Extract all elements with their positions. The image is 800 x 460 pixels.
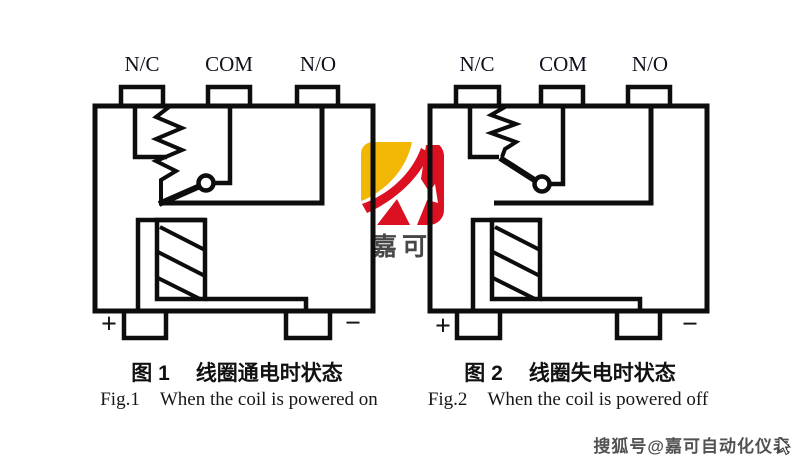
fig2-terminal-no — [625, 84, 673, 109]
fig1-coil-hatch — [157, 276, 201, 301]
fig2-com-wire — [549, 104, 566, 187]
fig1-nc-contact-bracket — [132, 104, 167, 160]
fig1-coil-return-wire — [205, 296, 309, 313]
fig1-com-wire — [213, 104, 233, 186]
fig1-spring — [150, 105, 188, 202]
fig1-label-nc: N/C — [124, 52, 160, 76]
fig2-caption-title-zh: 线圈失电时状态 — [528, 362, 676, 385]
fig2-caption-number-zh: 图 2 — [464, 362, 503, 385]
fig1-coil-hatch — [159, 225, 206, 252]
fig2-coil — [489, 217, 543, 302]
fig1-terminal-plus — [121, 308, 169, 341]
logo-k-left-shape — [377, 199, 410, 225]
fig2-nc-contact-bracket — [467, 104, 499, 160]
brand-text: 嘉可 — [371, 233, 433, 261]
fig1-terminal-no — [294, 84, 341, 109]
relay-fig2-powered-off — [427, 84, 710, 341]
fig2-contact-circle — [532, 174, 552, 194]
fig1-coil-hatch — [157, 250, 206, 278]
fig2-caption-number-en: Fig.2 — [427, 389, 468, 410]
fig2-coil-hatch — [494, 225, 541, 252]
fig1-label-minus: − — [345, 308, 361, 339]
fig2-terminal-nc — [453, 84, 502, 109]
fig1-caption-en: Fig.1 When the coil is powered on — [100, 389, 378, 411]
credit-watermark-text: 搜狐号@嘉可自动化仪表 — [593, 437, 791, 456]
fig2-label-com: COM — [539, 52, 587, 76]
fig2-coil-return-wire — [540, 296, 643, 313]
fig2-label-minus: − — [682, 309, 698, 340]
fig2-spring — [485, 105, 522, 158]
fig2-terminal-minus — [614, 308, 663, 341]
fig2-no-wire — [494, 104, 654, 206]
fig1-contact-circle — [196, 173, 216, 193]
fig1-caption-number-en: Fig.1 — [100, 389, 140, 410]
relay-fig1-powered-on — [92, 84, 376, 341]
fig2-coil-hatch — [492, 276, 536, 301]
fig1-terminal-com — [205, 84, 253, 109]
fig2-label-no: N/O — [631, 52, 669, 76]
fig1-terminal-minus — [283, 308, 333, 341]
fig1-no-wire — [159, 104, 325, 206]
fig1-coil — [154, 217, 208, 302]
fig2-coil-hatch — [492, 250, 541, 278]
fig1-label-com: COM — [205, 52, 253, 76]
fig2-label-plus: + — [435, 311, 451, 342]
fig1-caption-title-zh: 线圈通电时状态 — [195, 362, 343, 385]
fig1-label-plus: + — [101, 309, 117, 340]
fig1-caption-number-zh: 图 1 — [131, 362, 170, 385]
fig2-caption-title-en: When the coil is powered off — [487, 389, 709, 410]
fig2-label-nc: N/C — [459, 52, 495, 76]
logo-swoosh-shape — [362, 148, 430, 213]
fig1-caption-zh: 图 1 线圈通电时状态 — [131, 357, 343, 387]
mouse-cursor-icon — [778, 437, 792, 456]
fig2-terminal-plus — [454, 308, 503, 341]
fig2-caption-zh: 图 2 线圈失电时状态 — [464, 357, 676, 387]
fig1-caption-title-en: When the coil is powered on — [159, 389, 378, 410]
fig2-caption-en: Fig.2 When the coil is powered off — [428, 389, 708, 411]
fig1-label-no: N/O — [299, 52, 337, 76]
fig1-terminal-nc — [118, 84, 166, 109]
fig2-terminal-com — [538, 84, 586, 109]
fig2-armature — [498, 155, 538, 184]
